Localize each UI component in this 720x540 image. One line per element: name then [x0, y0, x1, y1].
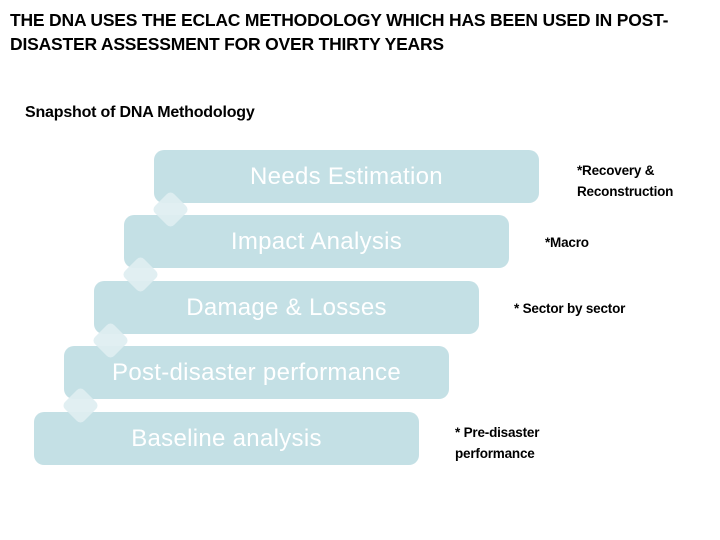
step-bar-damage-losses: Damage & Losses	[94, 281, 479, 334]
step-bar-needs-estimation: Needs Estimation	[154, 150, 539, 203]
annotation-sector-by-sector: * Sector by sector	[514, 298, 625, 319]
annotation-macro: *Macro	[545, 232, 589, 253]
annotation-pre-disaster-performance: * Pre-disaster performance	[455, 422, 539, 464]
annotation-line-1: *Macro	[545, 235, 589, 250]
annotation-line-1: *Recovery &	[577, 163, 655, 178]
step-label: Post-disaster performance	[112, 358, 401, 386]
page-title-line-2: DISASTER ASSESSMENT FOR OVER THIRTY YEAR…	[10, 34, 444, 54]
annotation-line-1: * Sector by sector	[514, 301, 626, 316]
step-label: Baseline analysis	[131, 424, 322, 452]
page-title: THE DNA USES THE ECLAC METHODOLOGY WHICH…	[10, 8, 710, 56]
step-label: Needs Estimation	[250, 162, 443, 190]
section-heading: Snapshot of DNA Methodology	[25, 104, 255, 121]
step-label: Damage & Losses	[186, 293, 387, 321]
annotation-line-2: performance	[455, 446, 535, 461]
step-bar-baseline-analysis: Baseline analysis	[34, 412, 419, 465]
annotation-line-2: Reconstruction	[577, 184, 674, 199]
annotation-recovery-reconstruction: *Recovery & Reconstruction	[577, 160, 673, 202]
step-label: Impact Analysis	[230, 227, 403, 255]
step-bar-post-disaster-performance: Post-disaster performance	[64, 346, 449, 399]
page-title-line-1: THE DNA USES THE ECLAC METHODOLOGY WHICH…	[10, 10, 669, 30]
step-bar-impact-analysis: Impact Analysis	[124, 215, 509, 268]
annotation-line-1: * Pre-disaster	[455, 425, 540, 440]
